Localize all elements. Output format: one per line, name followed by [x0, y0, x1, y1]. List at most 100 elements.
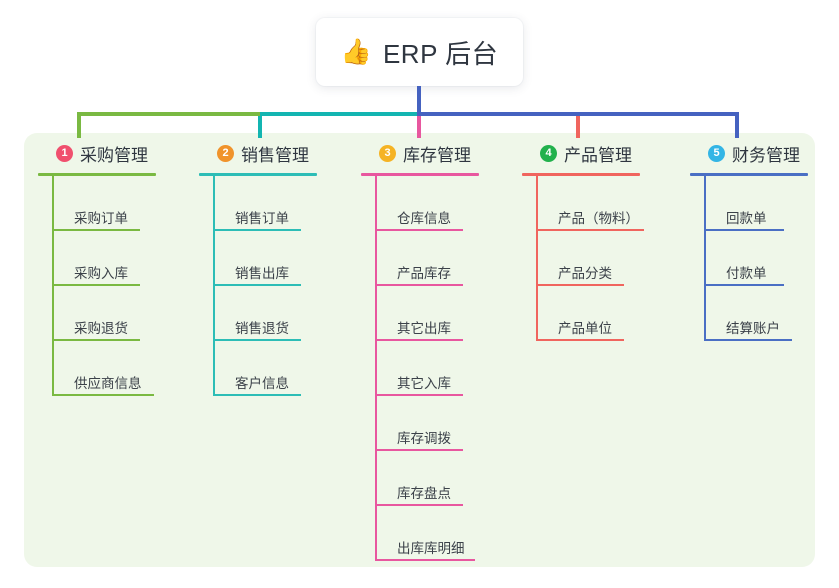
bus-segment-blue — [417, 112, 739, 116]
leaf-item-label: 其它入库 — [397, 375, 451, 391]
leaf-spine — [52, 176, 54, 396]
leaf-item-label: 产品库存 — [397, 265, 451, 281]
leaf-item-label: 采购退货 — [74, 320, 128, 336]
leaf-item[interactable]: 仓库信息 — [361, 176, 479, 231]
root-node-content: 👍 ERP 后台 — [341, 34, 498, 71]
leaf-item-label: 仓库信息 — [397, 210, 451, 226]
leaf-item[interactable]: 付款单 — [690, 231, 808, 286]
column-title: 财务管理 — [732, 145, 800, 165]
leaf-item-rule — [52, 339, 140, 341]
leaf-item-label: 销售出库 — [235, 265, 289, 281]
leaf-item-rule — [52, 394, 154, 396]
column-header-rule — [690, 173, 808, 176]
leaf-item[interactable]: 其它出库 — [361, 286, 479, 341]
leaf-item-label: 其它出库 — [397, 320, 451, 336]
leaf-item-label: 库存调拨 — [397, 430, 451, 446]
leaf-item[interactable]: 供应商信息 — [38, 341, 156, 396]
bus-segment-teal — [260, 112, 417, 116]
leaf-item-label: 库存盘点 — [397, 485, 451, 501]
drop-inventory — [417, 116, 421, 138]
leaf-list-sales: 销售订单销售出库销售退货客户信息 — [199, 176, 317, 396]
leaf-item-label: 出库库明细 — [397, 540, 465, 556]
column-product: 4 产品管理产品（物料） 产品分类产品单位 — [522, 140, 644, 341]
leaf-item[interactable]: 采购订单 — [38, 176, 156, 231]
column-header-product[interactable]: 4 产品管理 — [522, 140, 640, 166]
leaf-item-label: 产品单位 — [558, 320, 612, 336]
badge-number-icon: 4 — [540, 144, 557, 162]
leaf-item[interactable]: 产品分类 — [522, 231, 640, 286]
leaf-item-rule — [213, 284, 301, 286]
root-node-title: ERP 后台 — [382, 38, 499, 69]
leaf-item-rule — [213, 394, 301, 396]
column-title: 采购管理 — [80, 145, 148, 165]
leaf-item-label: 产品（物料） — [558, 210, 639, 226]
drop-product — [576, 116, 580, 138]
column-header-rule — [38, 173, 156, 176]
leaf-item-label: 供应商信息 — [74, 375, 142, 391]
badge-number-icon: 2 — [217, 144, 234, 162]
drop-sales — [258, 116, 262, 138]
column-header-rule — [361, 173, 479, 176]
drop-purchase — [77, 116, 81, 138]
leaf-item-rule — [375, 284, 463, 286]
leaf-spine — [375, 176, 377, 561]
leaf-item[interactable]: 采购入库 — [38, 231, 156, 286]
leaf-item-label: 销售订单 — [235, 210, 289, 226]
column-finance: 5 财务管理回款单付款单结算账户 — [690, 140, 808, 341]
column-title: 库存管理 — [403, 145, 471, 165]
leaf-item-rule — [704, 229, 784, 231]
leaf-item-label: 采购入库 — [74, 265, 128, 281]
leaf-item[interactable]: 库存盘点 — [361, 451, 479, 506]
leaf-item[interactable]: 出库库明细 — [361, 506, 479, 561]
leaf-item[interactable]: 产品（物料） — [522, 176, 644, 231]
leaf-item-rule — [375, 394, 463, 396]
thumbs-up-icon: 👍 — [340, 37, 372, 66]
leaf-item[interactable]: 库存调拨 — [361, 396, 479, 451]
leaf-item-rule — [536, 229, 644, 231]
leaf-item[interactable]: 销售订单 — [199, 176, 317, 231]
badge-number-icon: 5 — [708, 144, 725, 162]
leaf-item-rule — [375, 504, 463, 506]
column-title: 产品管理 — [564, 145, 632, 165]
leaf-item[interactable]: 销售退货 — [199, 286, 317, 341]
drop-finance — [735, 116, 739, 138]
leaf-item-rule — [704, 284, 784, 286]
leaf-item-rule — [375, 559, 475, 561]
badge-number-icon: 1 — [56, 144, 73, 162]
leaf-item[interactable]: 销售出库 — [199, 231, 317, 286]
leaf-list-inventory: 仓库信息产品库存其它出库其它入库库存调拨库存盘点出库库明细 — [361, 176, 479, 561]
leaf-item-rule — [213, 229, 301, 231]
leaf-spine — [704, 176, 706, 341]
leaf-item-rule — [213, 339, 301, 341]
column-header-finance[interactable]: 5 财务管理 — [690, 140, 808, 166]
leaf-item[interactable]: 结算账户 — [690, 286, 808, 341]
diagram-panel-background — [24, 133, 815, 567]
leaf-list-purchase: 采购订单采购入库采购退货供应商信息 — [38, 176, 156, 396]
badge-number-icon: 3 — [379, 144, 396, 162]
leaf-item-rule — [536, 284, 624, 286]
leaf-item-rule — [536, 339, 624, 341]
leaf-list-finance: 回款单付款单结算账户 — [690, 176, 808, 341]
leaf-item[interactable]: 客户信息 — [199, 341, 317, 396]
column-header-rule — [522, 173, 640, 176]
connector-bus — [77, 112, 739, 116]
leaf-item[interactable]: 回款单 — [690, 176, 808, 231]
leaf-item-rule — [375, 449, 463, 451]
leaf-item[interactable]: 产品库存 — [361, 231, 479, 286]
leaf-spine — [536, 176, 538, 341]
bus-segment-green — [77, 112, 260, 116]
column-header-rule — [199, 173, 317, 176]
column-header-purchase[interactable]: 1 采购管理 — [38, 140, 156, 166]
leaf-item-label: 产品分类 — [558, 265, 612, 281]
leaf-item[interactable]: 采购退货 — [38, 286, 156, 341]
column-header-sales[interactable]: 2 销售管理 — [199, 140, 317, 166]
leaf-item[interactable]: 其它入库 — [361, 341, 479, 396]
leaf-item[interactable]: 产品单位 — [522, 286, 640, 341]
column-header-inventory[interactable]: 3 库存管理 — [361, 140, 479, 166]
leaf-item-rule — [52, 229, 140, 231]
column-title: 销售管理 — [241, 145, 309, 165]
root-node-erp-backend[interactable]: 👍 ERP 后台 — [316, 18, 523, 86]
leaf-item-rule — [375, 229, 463, 231]
leaf-item-label: 回款单 — [726, 210, 767, 226]
leaf-item-label: 客户信息 — [235, 375, 289, 391]
